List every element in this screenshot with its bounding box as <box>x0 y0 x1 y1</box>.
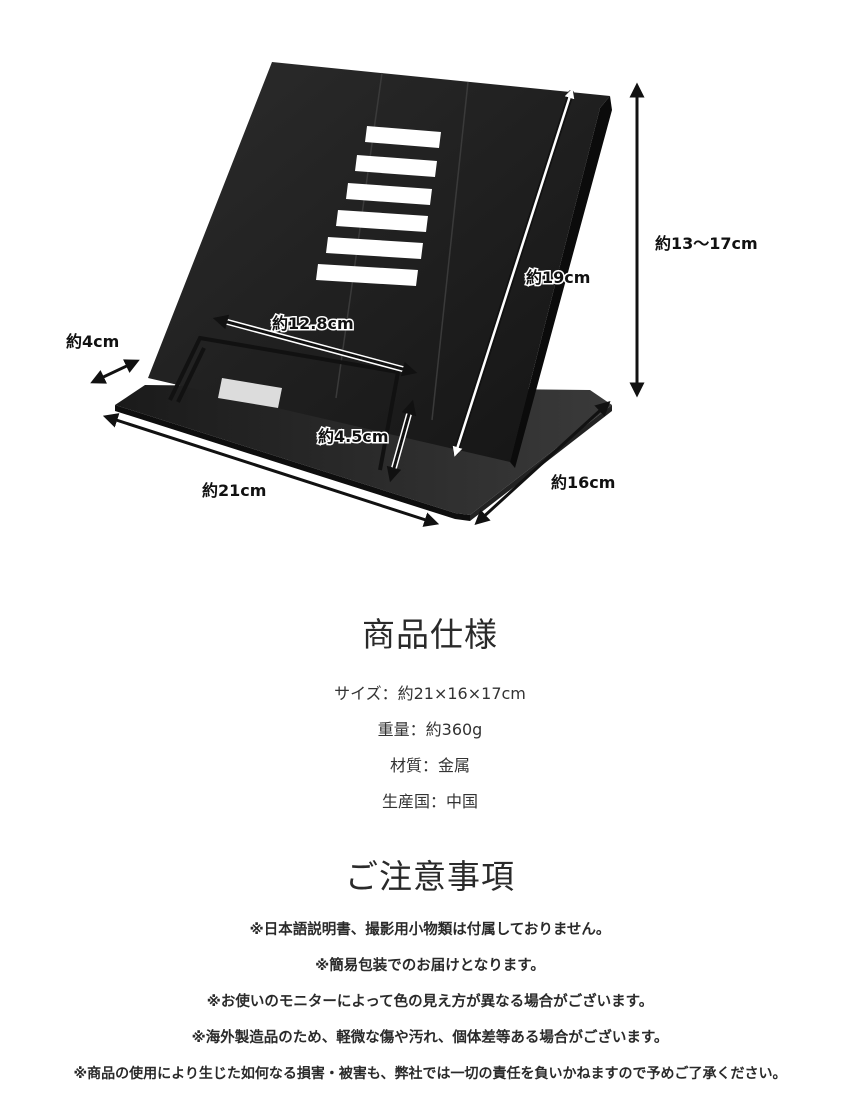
dim-label-depth-base: 約4cm <box>66 332 119 351</box>
note-item: ※簡易包装でのお届けとなります。 <box>315 958 545 974</box>
dim-label-lip-height: 約4.5cm <box>318 427 389 446</box>
dim-label-total-height: 約13〜17cm <box>655 234 758 253</box>
spec-item-weight: 重量：約360g <box>377 720 483 739</box>
notes-title: ご注意事項 <box>345 857 515 896</box>
dim-label-inner-width: 約12.8cm <box>272 314 354 333</box>
dim-label-panel-height: 約19cm <box>526 268 590 287</box>
spec-item-origin: 生産国：中国 <box>381 792 478 811</box>
note-item: ※商品の使用により生じた如何なる損害・被害も、弊社では一切の責任を負いかねますの… <box>73 1066 787 1082</box>
spec-item-size: サイズ：約21×16×17cm <box>334 684 526 703</box>
note-item: ※海外製造品のため、軽微な傷や汚れ、個体差等ある場合がございます。 <box>191 1030 669 1046</box>
specs-title: 商品仕様 <box>362 615 498 654</box>
panel-slots <box>316 126 441 286</box>
note-item: ※日本語説明書、撮影用小物類は付属しておりません。 <box>249 922 611 938</box>
panel-cutout <box>218 378 282 408</box>
spec-item-material: 材質：金属 <box>389 756 470 775</box>
spec-list: サイズ：約21×16×17cm 重量：約360g 材質：金属 生産国：中国 <box>0 676 860 820</box>
notes-list: ※日本語説明書、撮影用小物類は付属しておりません。 ※簡易包装でのお届けとなりま… <box>0 912 860 1092</box>
dimension-arrows <box>90 82 645 527</box>
product-image: 約4cm 約12.8cm 約4.5cm 約19cm 約13〜17cm 約21cm… <box>65 62 759 527</box>
dim-label-width: 約21cm <box>202 481 266 500</box>
dim-label-depth: 約16cm <box>551 473 615 492</box>
note-item: ※お使いのモニターによって色の見え方が異なる場合がございます。 <box>206 994 654 1010</box>
